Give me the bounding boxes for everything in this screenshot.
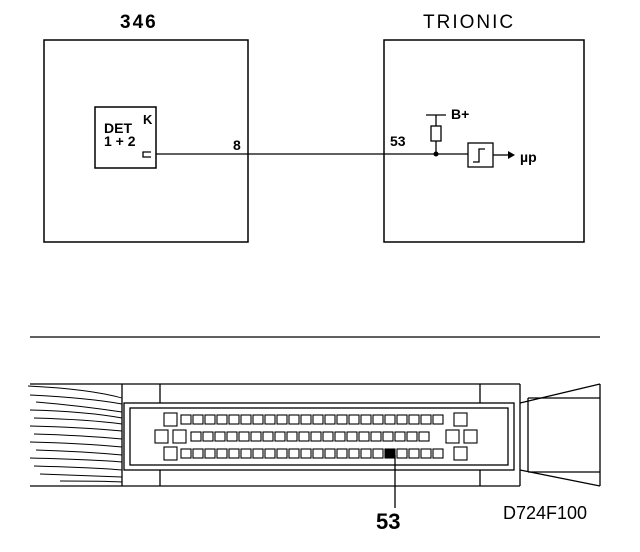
trionic-box xyxy=(383,39,585,243)
connector-pin xyxy=(432,448,444,459)
connector-pin xyxy=(420,448,432,459)
pullup-resistor xyxy=(426,114,446,154)
connector-pin xyxy=(288,448,300,459)
connector-pin xyxy=(216,414,228,425)
connector-pin xyxy=(370,431,382,442)
det-component xyxy=(94,106,157,169)
connector-pin xyxy=(276,414,288,425)
connector-cavity-large xyxy=(453,412,468,427)
connector-pin xyxy=(204,448,216,459)
connector-wires xyxy=(27,385,123,483)
connector-cavity-large xyxy=(163,412,178,427)
connector-pin xyxy=(358,431,370,442)
connector-cavity-large xyxy=(163,446,178,461)
connector-pin xyxy=(432,414,444,425)
connector-pin xyxy=(288,414,300,425)
connector-pin xyxy=(312,448,324,459)
connector-pin xyxy=(240,414,252,425)
connector-pin xyxy=(324,414,336,425)
connector-pin xyxy=(394,431,406,442)
microprocessor-label: µp xyxy=(520,149,537,165)
connector-pin xyxy=(408,414,420,425)
supply-b-plus-label: B+ xyxy=(451,106,470,122)
connector-pins xyxy=(154,412,478,461)
connector-pin xyxy=(180,414,192,425)
det-number-label: 1 + 2 xyxy=(104,133,136,149)
connector-cavity-large xyxy=(154,429,169,444)
connector-pin xyxy=(286,431,298,442)
connector-pin xyxy=(396,414,408,425)
connector-pin xyxy=(228,414,240,425)
connector-pin xyxy=(324,448,336,459)
connector-cavity-large xyxy=(445,429,460,444)
connector-pin-53 xyxy=(384,448,396,459)
connector-pin xyxy=(322,431,334,442)
connector-pin xyxy=(310,431,322,442)
connector-pin xyxy=(204,414,216,425)
connector-pin xyxy=(190,431,202,442)
control-module-346-box xyxy=(43,39,249,243)
connector-pin xyxy=(276,448,288,459)
connector-pin xyxy=(180,448,192,459)
connector-pin xyxy=(372,448,384,459)
junction-dot xyxy=(433,151,439,157)
connector-pin xyxy=(384,414,396,425)
pin-53-label: 53 xyxy=(390,133,406,149)
connector-cavity-large xyxy=(463,429,478,444)
connector-pin xyxy=(238,431,250,442)
connector-pin xyxy=(226,431,238,442)
schmitt-trigger xyxy=(467,142,494,168)
control-module-346-title: 346 xyxy=(120,12,158,33)
connector-housing xyxy=(30,383,601,487)
connector-pin xyxy=(382,431,394,442)
connector-pin xyxy=(228,448,240,459)
connector-pin xyxy=(336,448,348,459)
connector-pin xyxy=(264,448,276,459)
connector-pin xyxy=(192,414,204,425)
connector-pin xyxy=(274,431,286,442)
connector-pin xyxy=(264,414,276,425)
connector-pin xyxy=(420,414,432,425)
connector-pin xyxy=(334,431,346,442)
det-c-terminal-icon xyxy=(142,151,151,158)
connector-pin xyxy=(348,414,360,425)
connector-pin xyxy=(216,448,228,459)
connector-pin-53-callout: 53 xyxy=(376,509,401,534)
connector-pin xyxy=(240,448,252,459)
schmitt-symbol-icon xyxy=(473,148,485,163)
trionic-title: TRIONIC xyxy=(423,12,516,33)
connector-pin xyxy=(360,414,372,425)
connector-pin xyxy=(214,431,226,442)
connector-pin xyxy=(192,448,204,459)
connector-pin xyxy=(300,448,312,459)
det-label: DET xyxy=(104,120,132,136)
connector-pin xyxy=(406,431,418,442)
connector-pin xyxy=(346,431,358,442)
connector-pin xyxy=(418,431,430,442)
connector-pin xyxy=(348,448,360,459)
det-k-terminal-label: K xyxy=(143,112,153,127)
connector-cavity-large xyxy=(172,429,187,444)
pin-8-label: 8 xyxy=(233,137,241,153)
connector-cavity-large xyxy=(453,446,468,461)
arrow-right-icon xyxy=(508,151,515,159)
connector-pin xyxy=(372,414,384,425)
connector-pin xyxy=(202,431,214,442)
connector-pin xyxy=(262,431,274,442)
connector-pin xyxy=(252,414,264,425)
connector-pin xyxy=(298,431,310,442)
connector-pin xyxy=(252,448,264,459)
connector-pin xyxy=(312,414,324,425)
connector-pin xyxy=(396,448,408,459)
connector-pin xyxy=(250,431,262,442)
connector-pin xyxy=(360,448,372,459)
connector-pin xyxy=(336,414,348,425)
connector-pin xyxy=(408,448,420,459)
connector-pin xyxy=(300,414,312,425)
figure-code: D724F100 xyxy=(503,503,588,523)
